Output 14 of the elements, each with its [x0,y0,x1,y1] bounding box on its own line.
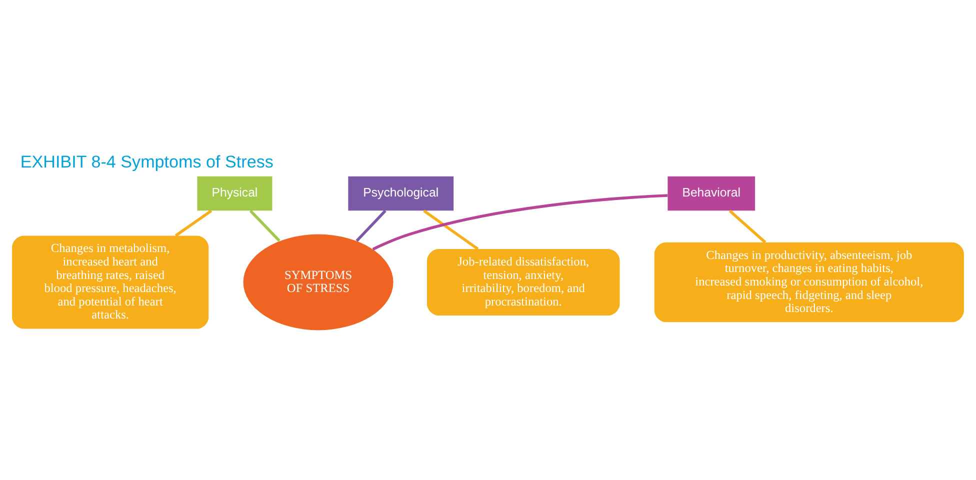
node-box: Behavioral [668,176,756,211]
node-ellipse: SYMPTOMS OF STRESS [243,234,394,330]
node-box: Psychological [348,176,454,211]
connector [249,210,280,242]
node-box: Physical [197,176,272,211]
connector [728,210,766,244]
diagram-title: EXHIBIT 8-4 Symptoms of Stress [20,152,274,172]
node-box: Changes in metabolism, increased heart and breathing rates, raised blood pressure, headaches, and potential of heart attacks. [12,236,209,329]
node-box: Job-related dissatisfaction, tension, anxiety, irritability, boredom, and procrastination. [427,249,620,316]
node-box: Changes in productivity, absenteeism, job turnover, changes in eating habits, increased smoking or consumption of alcohol, rapid speech, fidgeting, and sleep disorders. [654,242,964,322]
connector [423,210,479,250]
connector [356,210,386,242]
connector [372,194,668,251]
connector [174,210,212,237]
